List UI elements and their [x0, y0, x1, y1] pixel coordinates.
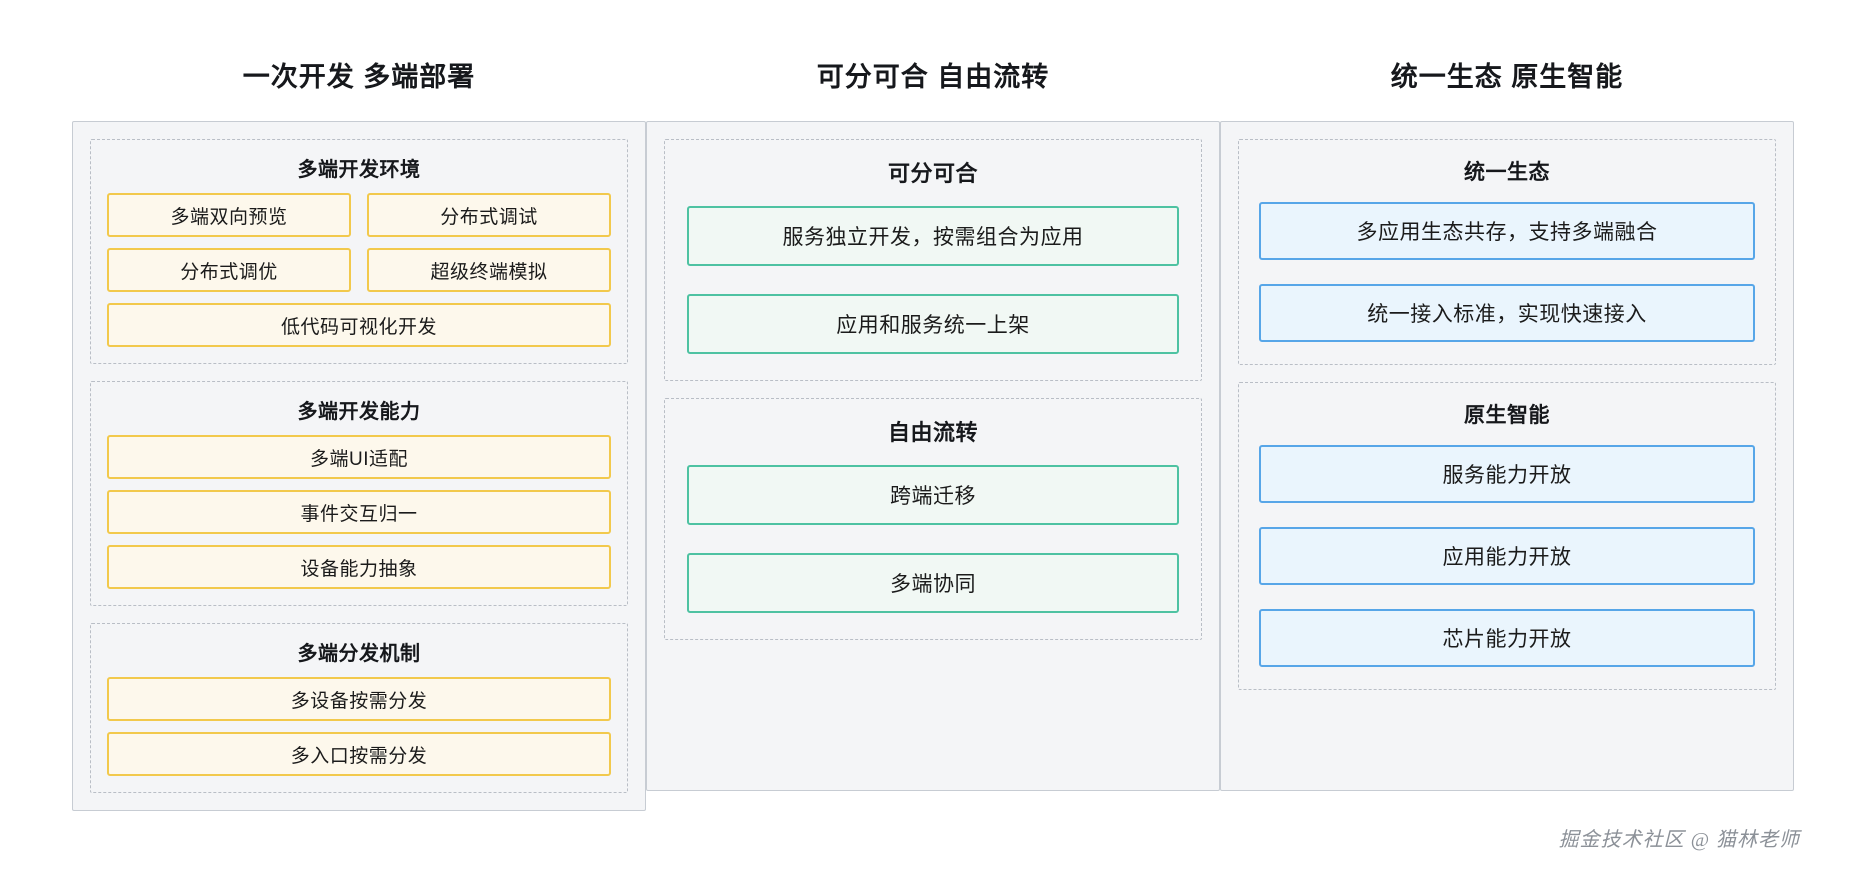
chip-item[interactable]: 多端协同	[687, 553, 1179, 613]
chip-item[interactable]: 应用和服务统一上架	[687, 294, 1179, 354]
column-multi-device-deploy: 一次开发 多端部署 多端开发环境 多端双向预览 分布式调试 分布式调优 超级终端…	[72, 0, 646, 811]
group-free-flow: 自由流转 跨端迁移 多端协同	[664, 398, 1202, 640]
group-title: 多端分发机制	[297, 643, 421, 665]
column-unified-ecosystem: 统一生态 原生智能 统一生态 多应用生态共存，支持多端融合 统一接入标准，实现快…	[1220, 0, 1794, 791]
chip-stack: 多应用生态共存，支持多端融合 统一接入标准，实现快速接入	[1259, 202, 1755, 342]
chip-item[interactable]: 跨端迁移	[687, 465, 1179, 525]
chip-item[interactable]: 分布式调优	[107, 248, 351, 292]
column-split-merge-flow: 可分可合 自由流转 可分可合 服务独立开发，按需组合为应用 应用和服务统一上架 …	[646, 0, 1220, 791]
chip-row: 多入口按需分发	[107, 732, 611, 776]
group-title: 统一生态	[1464, 161, 1550, 184]
group-title: 可分可合	[887, 161, 978, 186]
group-distribution-mechanism: 多端分发机制 多设备按需分发 多入口按需分发	[90, 623, 628, 793]
column-title-2: 可分可合 自由流转	[816, 62, 1050, 92]
group-title: 原生智能	[1464, 404, 1550, 427]
group-title: 多端开发环境	[297, 159, 421, 181]
chip-item[interactable]: 设备能力抽象	[107, 545, 611, 589]
chip-stack: 服务独立开发，按需组合为应用 应用和服务统一上架	[687, 206, 1179, 354]
group-native-intelligence: 原生智能 服务能力开放 应用能力开放 芯片能力开放	[1238, 382, 1776, 690]
chip-row: 低代码可视化开发	[107, 303, 611, 347]
panel-1: 多端开发环境 多端双向预览 分布式调试 分布式调优 超级终端模拟 低代码可视化开…	[72, 121, 646, 811]
chip-row: 分布式调优 超级终端模拟	[107, 248, 611, 292]
chip-item[interactable]: 多应用生态共存，支持多端融合	[1259, 202, 1755, 260]
chip-item[interactable]: 芯片能力开放	[1259, 609, 1755, 667]
column-title-3: 统一生态 原生智能	[1390, 62, 1624, 92]
chip-stack: 跨端迁移 多端协同	[687, 465, 1179, 613]
panel-2: 可分可合 服务独立开发，按需组合为应用 应用和服务统一上架 自由流转 跨端迁移 …	[646, 121, 1220, 791]
group-split-merge: 可分可合 服务独立开发，按需组合为应用 应用和服务统一上架	[664, 139, 1202, 381]
column-title-1: 一次开发 多端部署	[242, 62, 476, 92]
group-dev-capability: 多端开发能力 多端UI适配 事件交互归一 设备能力抽象	[90, 381, 628, 606]
chip-row: 事件交互归一	[107, 490, 611, 534]
chip-item[interactable]: 应用能力开放	[1259, 527, 1755, 585]
group-dev-environment: 多端开发环境 多端双向预览 分布式调试 分布式调优 超级终端模拟 低代码可视化开…	[90, 139, 628, 364]
chip-item[interactable]: 服务能力开放	[1259, 445, 1755, 503]
chip-row: 多设备按需分发	[107, 677, 611, 721]
chip-row: 多端UI适配	[107, 435, 611, 479]
chip-row: 设备能力抽象	[107, 545, 611, 589]
chip-item[interactable]: 多设备按需分发	[107, 677, 611, 721]
chip-item[interactable]: 事件交互归一	[107, 490, 611, 534]
chip-item[interactable]: 服务独立开发，按需组合为应用	[687, 206, 1179, 266]
chip-item[interactable]: 低代码可视化开发	[107, 303, 611, 347]
chip-item[interactable]: 分布式调试	[367, 193, 611, 237]
chip-item[interactable]: 超级终端模拟	[367, 248, 611, 292]
chip-item[interactable]: 多端UI适配	[107, 435, 611, 479]
diagram-board: 一次开发 多端部署 多端开发环境 多端双向预览 分布式调试 分布式调优 超级终端…	[72, 0, 1794, 811]
group-title: 自由流转	[887, 420, 978, 445]
chip-row: 多端双向预览 分布式调试	[107, 193, 611, 237]
chip-item[interactable]: 多入口按需分发	[107, 732, 611, 776]
chip-stack: 服务能力开放 应用能力开放 芯片能力开放	[1259, 445, 1755, 667]
panel-3: 统一生态 多应用生态共存，支持多端融合 统一接入标准，实现快速接入 原生智能 服…	[1220, 121, 1794, 791]
group-title: 多端开发能力	[297, 401, 421, 423]
watermark-attribution: 掘金技术社区 @ 猫林老师	[1558, 829, 1800, 851]
chip-item[interactable]: 统一接入标准，实现快速接入	[1259, 284, 1755, 342]
chip-item[interactable]: 多端双向预览	[107, 193, 351, 237]
group-unified-ecosystem: 统一生态 多应用生态共存，支持多端融合 统一接入标准，实现快速接入	[1238, 139, 1776, 365]
